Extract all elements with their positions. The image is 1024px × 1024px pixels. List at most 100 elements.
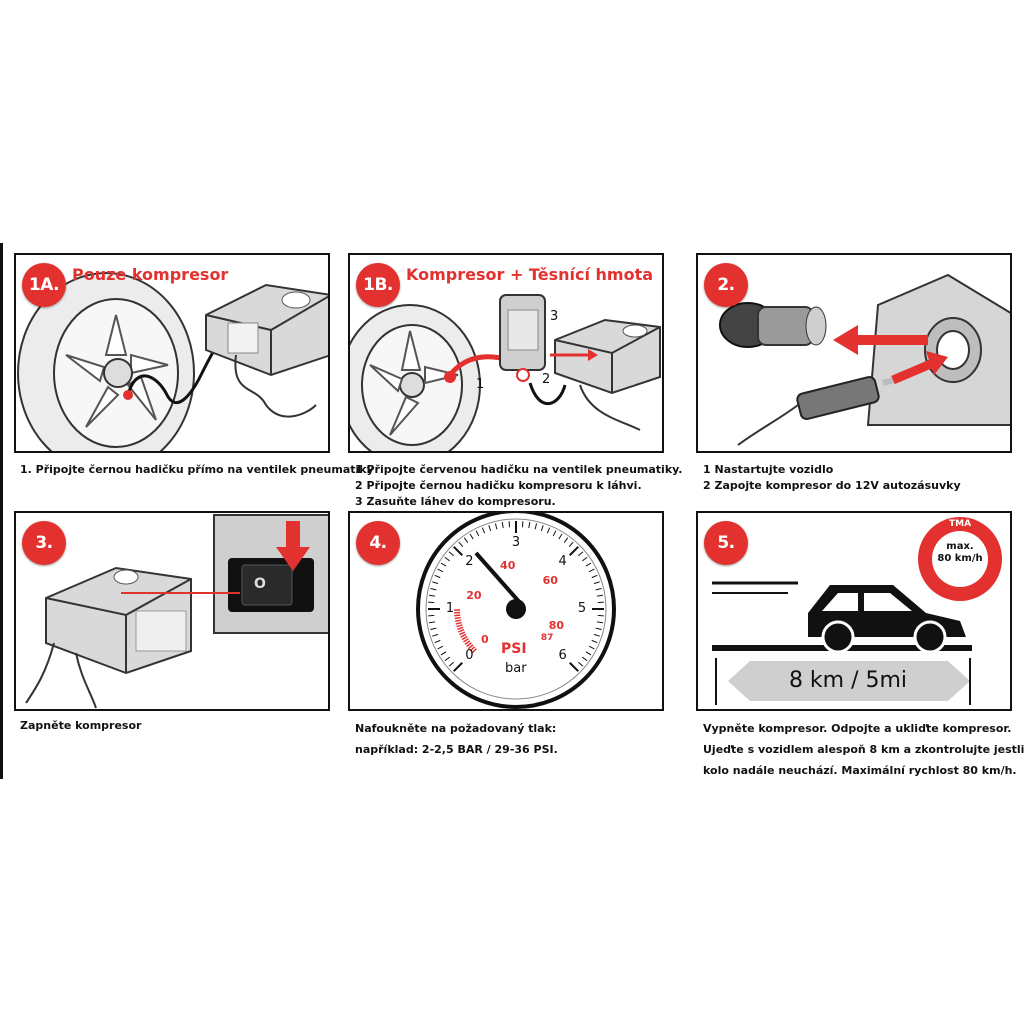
gauge-tick [528, 522, 531, 529]
gauge-tick [593, 581, 600, 585]
gauge-tick [481, 527, 486, 534]
gauge-tick [546, 527, 551, 534]
gauge-tick [596, 621, 603, 624]
step-badge-4: 4. [356, 521, 400, 565]
gauge-tick [475, 530, 480, 537]
gauge-tick [432, 633, 439, 637]
caption-line: Vypněte kompresor. Odpojte a ukliďte kom… [703, 722, 1012, 735]
step-badge-1b: 1B. [356, 263, 400, 307]
gauge-tick [596, 594, 603, 597]
gauge-psi-label: 0 [481, 633, 489, 647]
gauge-psi-tick [457, 626, 464, 631]
illustration-tire-compressor [17, 272, 328, 451]
gauge-tick [591, 639, 598, 644]
caption-line: 2 Připojte černou hadičku kompresoru k l… [355, 479, 642, 492]
gauge-bar-label: 4 [558, 554, 567, 570]
gauge-bar-label: 3 [511, 535, 521, 550]
gauge-psi-tick [455, 621, 462, 625]
gauge-tick [494, 523, 498, 530]
unit-psi: PSI [501, 641, 527, 657]
gauge-tick [434, 639, 441, 644]
gauge-psi-tick [464, 640, 471, 645]
caption-line: Zapněte kompresor [20, 719, 142, 732]
caption-line: Ujeďte s vozidlem alespoň 8 km a zkontro… [703, 743, 1024, 756]
gauge-tick [432, 581, 439, 585]
gauge-tick [437, 645, 444, 650]
gauge-tick [540, 525, 544, 532]
step-badge-3: 3. [22, 521, 66, 565]
gauge-tick [588, 645, 595, 650]
gauge-psi-tick [469, 646, 476, 652]
gauge-tick [593, 633, 600, 637]
panel-1a: 1A. Pouze kompresor [14, 253, 330, 453]
speed-sign-text: max. 80 km/h [934, 541, 986, 565]
gauge-tick [453, 662, 463, 672]
gauge-tick [458, 541, 464, 547]
caption-4: Nafoukněte na požadovaný tlak: například… [355, 718, 558, 760]
gauge-psi-tick [455, 619, 462, 622]
gauge-psi-label: 87 [540, 633, 554, 644]
label-1: 1 [476, 377, 485, 392]
gauge-tick [595, 627, 602, 631]
caption-line: Nafoukněte na požadovaný tlak: [355, 722, 557, 735]
unit-bar: bar [505, 661, 527, 676]
gauge-psi-tick [471, 648, 477, 654]
sign-line: 80 km/h [937, 553, 983, 564]
gauge-tick [582, 656, 588, 662]
gauge-tick [595, 587, 602, 591]
gauge-tick [440, 651, 447, 656]
gauge-tick [563, 537, 569, 543]
caption-line: 3 Zasuňte láhev do kompresoru. [355, 495, 556, 508]
gauge-bar-label: 6 [558, 647, 567, 663]
gauge-tick [585, 562, 592, 567]
gauge-tick [469, 533, 474, 540]
gauge-psi-tick [456, 624, 463, 628]
gauge-psi-tick [454, 614, 461, 617]
gauge-tick [501, 522, 504, 529]
illustration-cigarette-lighter [719, 273, 1010, 446]
gauge-bar-label: 0 [465, 647, 474, 663]
panel-title-1a: Pouze kompresor [72, 265, 229, 284]
gauge-tick [463, 537, 469, 543]
gauge-tick [430, 587, 437, 591]
sign-line: max. [946, 541, 974, 552]
label-3: 3 [550, 309, 559, 324]
gauge-tick [429, 594, 436, 597]
gauge-tick [585, 651, 592, 656]
gauge-tick [448, 661, 454, 667]
gauge-tick [569, 546, 579, 556]
caption-line: 2 Zapojte kompresor do 12V autozásuvky [703, 479, 961, 492]
illustration-car-road [712, 517, 1002, 705]
gauge-psi-tick [466, 642, 472, 648]
gauge-tick [588, 568, 595, 573]
gauge-tick [430, 627, 437, 631]
panel-1b: 1B. Kompresor + Těsnící hmota 1 2 3 [348, 253, 664, 453]
gauge-tick [429, 621, 436, 624]
gauge-tick [578, 661, 584, 667]
step-badge-2: 2. [704, 263, 748, 307]
gauge-psi-tick [459, 631, 466, 636]
illustration-switch [25, 514, 328, 709]
distance-label: 8 km / 5mi [788, 668, 908, 693]
caption-line: kolo nadále neuchází. Maximální rychlost… [703, 764, 1017, 777]
gauge-tick [448, 551, 454, 557]
gauge-tick [569, 662, 579, 672]
gauge-psi-tick [458, 629, 465, 633]
label-2: 2 [542, 372, 551, 387]
panel-title-1b: Kompresor + Těsnící hmota [406, 265, 654, 284]
gauge-psi-tick [454, 616, 461, 620]
caption-1b: 1 Připojte červenou hadičku na ventilek … [355, 462, 683, 510]
gauge-psi-tick [467, 644, 474, 650]
left-edge [0, 243, 3, 779]
gauge-tick [558, 533, 563, 540]
gauge-psi-tick [460, 633, 467, 638]
caption-line: 1 Připojte červenou hadičku na ventilek … [355, 463, 683, 476]
gauge-bar-label: 5 [577, 601, 587, 616]
caption-line: 1. Připojte černou hadičku přímo na vent… [20, 463, 374, 476]
caption-line: 1 Nastartujte vozidlo [703, 463, 834, 476]
pressure-gauge [416, 513, 616, 709]
gauge-tick [534, 523, 538, 530]
panel-2: 2. [696, 253, 1012, 453]
gauge-psi-tick [463, 638, 469, 643]
